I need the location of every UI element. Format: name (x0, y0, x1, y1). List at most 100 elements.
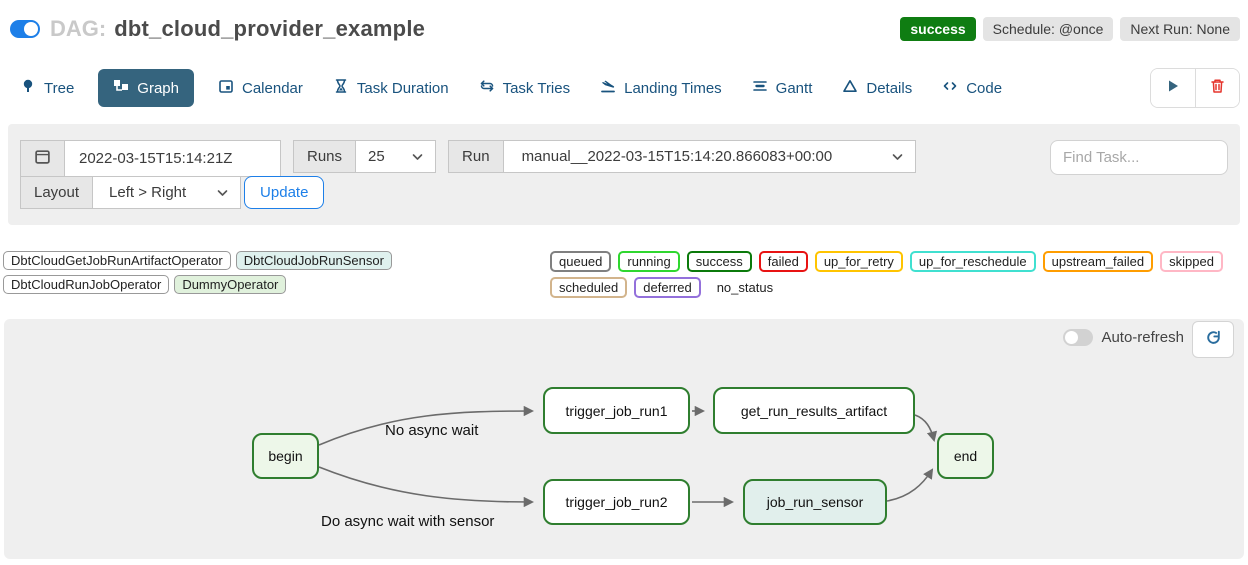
graph-icon (113, 78, 129, 98)
calendar-icon (218, 78, 234, 98)
task-node-trigger-job-run1[interactable]: trigger_job_run1 (543, 387, 690, 434)
gantt-icon (752, 78, 768, 98)
status-legend-item[interactable]: upstream_failed (1042, 251, 1154, 272)
tab-label: Task Tries (502, 79, 571, 97)
plane-landing-icon (600, 78, 616, 98)
task-node-get-run-results-artifact[interactable]: get_run_results_artifact (713, 387, 915, 434)
dag-graph-canvas[interactable]: No async wait Do async wait with sensor … (4, 319, 1244, 559)
base-date-input-wrap (65, 140, 281, 177)
filter-row-2: Layout Left > Right Update (20, 176, 1228, 209)
chevron-down-icon (217, 184, 228, 201)
refresh-icon (1205, 329, 1222, 351)
runs-label: Runs (293, 140, 357, 173)
toggle-knob (24, 22, 38, 36)
tab-landing-times[interactable]: Landing Times (600, 78, 722, 98)
toggle-knob (1065, 331, 1079, 344)
dag-action-buttons (1150, 68, 1240, 108)
tab-task-duration[interactable]: Task Duration (333, 78, 449, 98)
tab-gantt[interactable]: Gantt (752, 78, 813, 98)
hourglass-icon (333, 78, 349, 98)
refresh-button[interactable] (1192, 321, 1234, 358)
header-badges: success Schedule: @once Next Run: None (900, 17, 1240, 41)
task-node-end[interactable]: end (937, 433, 994, 479)
run-select[interactable]: manual__2022-03-15T15:14:20.866083+00:00 (503, 140, 916, 173)
filter-row-1: Runs 25 Run manual__2022-03-15T15:14:20.… (20, 140, 1228, 177)
runs-select-value: 25 (368, 148, 385, 165)
run-select-value: manual__2022-03-15T15:14:20.866083+00:00 (521, 148, 833, 165)
tab-label: Task Duration (356, 79, 449, 97)
tab-task-tries[interactable]: Task Tries (479, 78, 571, 98)
status-legend-item[interactable]: failed (758, 251, 808, 272)
layout-select[interactable]: Left > Right (93, 176, 242, 209)
status-legend-item[interactable]: up_for_reschedule (909, 251, 1036, 272)
chevron-down-icon (412, 148, 423, 165)
repeat-icon (479, 78, 495, 98)
tab-label: Landing Times (624, 79, 722, 97)
code-icon (942, 78, 958, 98)
status-legend-item[interactable]: queued (550, 251, 612, 272)
operator-legend: DbtCloudGetJobRunArtifactOperator DbtClo… (3, 251, 545, 294)
tab-graph[interactable]: Graph (98, 69, 194, 107)
update-button[interactable]: Update (244, 176, 325, 209)
status-legend-item[interactable]: skipped (1160, 251, 1223, 272)
tree-icon (20, 78, 36, 98)
status-badge[interactable]: success (900, 17, 976, 41)
dag-edges (318, 405, 938, 508)
tab-label: Code (966, 79, 1003, 97)
operator-badge: DbtCloudGetJobRunArtifactOperator (3, 251, 231, 270)
schedule-badge: Schedule: @once (982, 17, 1114, 41)
tab-tree[interactable]: Tree (20, 78, 74, 98)
layout-label: Layout (20, 176, 94, 209)
auto-refresh-toggle[interactable] (1063, 329, 1094, 346)
calendar-addon[interactable] (20, 140, 65, 177)
base-date-input[interactable] (77, 149, 268, 168)
edge-label: Do async wait with sensor (321, 513, 495, 530)
graph-options-panel: Runs 25 Run manual__2022-03-15T15:14:20.… (8, 124, 1240, 225)
view-tabbar: Tree Graph Calendar Task Duration Task T… (0, 68, 1248, 108)
run-label: Run (448, 140, 504, 173)
tab-label: Gantt (775, 79, 813, 97)
page-title: dbt_cloud_provider_example (114, 16, 426, 41)
operator-badge: DbtCloudJobRunSensor (235, 251, 392, 270)
layout-group: Layout Left > Right (20, 176, 242, 209)
task-node-begin[interactable]: begin (252, 433, 319, 479)
runs-group: Runs 25 (293, 140, 437, 173)
dag-prefix-label: DAG: (50, 16, 107, 41)
tab-label: Details (866, 79, 913, 97)
tab-code[interactable]: Code (942, 78, 1002, 98)
status-legend-item[interactable]: running (618, 251, 680, 272)
tab-label: Calendar (242, 79, 303, 97)
status-legend-item[interactable]: success (686, 251, 752, 272)
play-icon (1166, 79, 1180, 98)
operator-badge: DbtCloudRunJobOperator (3, 275, 170, 294)
dag-pause-toggle[interactable] (10, 20, 40, 38)
edge-label: No async wait (385, 422, 479, 439)
status-legend-item[interactable]: deferred (634, 277, 701, 298)
auto-refresh-control: Auto-refresh (1063, 329, 1184, 346)
tab-label: Graph (137, 79, 179, 97)
delete-dag-button[interactable] (1195, 69, 1239, 107)
legend: DbtCloudGetJobRunArtifactOperator DbtClo… (3, 251, 1240, 298)
layout-select-value: Left > Right (109, 184, 187, 201)
task-node-job-run-sensor[interactable]: job_run_sensor (743, 479, 887, 525)
run-group: Run manual__2022-03-15T15:14:20.866083+0… (448, 140, 916, 173)
status-legend-item[interactable]: up_for_retry (814, 251, 903, 272)
dag-header: DAG: dbt_cloud_provider_example success … (0, 0, 1248, 42)
find-task-input[interactable] (1050, 140, 1228, 175)
next-run-badge: Next Run: None (1120, 17, 1240, 41)
trigger-dag-button[interactable] (1151, 69, 1195, 107)
status-legend: queued running success failed up_for_ret… (550, 251, 1240, 298)
trash-icon (1210, 78, 1225, 99)
tab-details[interactable]: Details (842, 78, 912, 98)
calendar-icon (34, 148, 51, 169)
chevron-down-icon (892, 148, 903, 165)
status-legend-item[interactable]: scheduled (550, 277, 628, 298)
task-node-trigger-job-run2[interactable]: trigger_job_run2 (543, 479, 690, 525)
details-icon (842, 78, 858, 98)
runs-select[interactable]: 25 (356, 140, 437, 173)
status-legend-item[interactable]: no_status (716, 280, 774, 295)
tab-calendar[interactable]: Calendar (218, 78, 303, 98)
operator-badge: DummyOperator (174, 275, 287, 294)
auto-refresh-label: Auto-refresh (1101, 329, 1184, 346)
tab-label: Tree (44, 79, 75, 97)
